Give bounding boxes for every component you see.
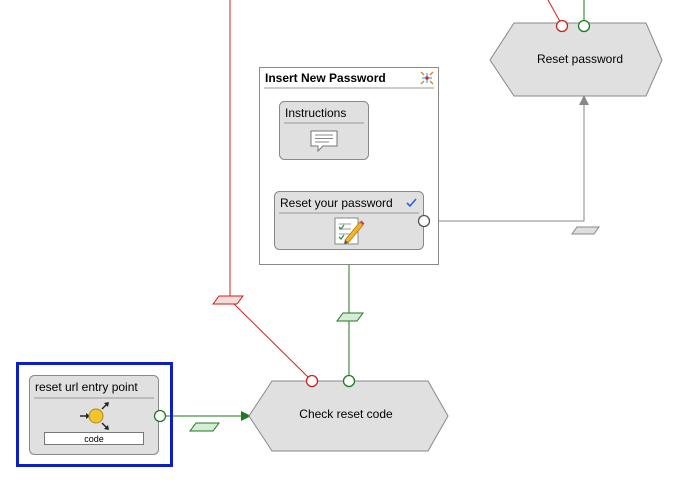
node-entry-point-param: code bbox=[84, 434, 104, 444]
connector-label-marker[interactable] bbox=[571, 226, 600, 235]
check-icon bbox=[406, 198, 417, 208]
port-success[interactable] bbox=[577, 19, 591, 33]
port-error[interactable] bbox=[305, 374, 319, 388]
node-entry-point[interactable]: reset url entry point code bbox=[29, 375, 159, 455]
connector-label-marker[interactable] bbox=[336, 312, 364, 322]
node-reset-password-label: Reset password bbox=[537, 52, 623, 66]
connector-reset-to-reset-password[interactable] bbox=[424, 95, 589, 222]
crosshair-icon[interactable] bbox=[420, 71, 434, 85]
node-entry-point-title: reset url entry point bbox=[35, 380, 138, 394]
port-out[interactable] bbox=[153, 409, 167, 423]
node-check-reset-code-label: Check reset code bbox=[299, 407, 393, 421]
node-insert-new-password-title: Insert New Password bbox=[265, 71, 386, 85]
connector-label-marker[interactable] bbox=[212, 295, 244, 305]
card-reset-your-password[interactable]: Reset your password bbox=[274, 191, 424, 250]
card-reset-your-password-label: Reset your password bbox=[280, 196, 393, 210]
entry-point-icon bbox=[80, 402, 109, 430]
connector-label-marker[interactable] bbox=[189, 422, 220, 432]
port-error[interactable] bbox=[555, 19, 569, 33]
node-reset-password[interactable]: Reset password bbox=[489, 22, 663, 97]
node-insert-new-password[interactable]: Insert New Password Instructions Reset y… bbox=[259, 67, 439, 265]
node-check-reset-code[interactable]: Check reset code bbox=[248, 380, 449, 452]
card-instructions[interactable]: Instructions bbox=[279, 101, 369, 160]
port-success[interactable] bbox=[342, 374, 356, 388]
speech-bubble-icon bbox=[310, 130, 338, 153]
form-edit-icon bbox=[334, 217, 365, 245]
card-instructions-label: Instructions bbox=[285, 106, 346, 120]
selection-outline bbox=[16, 362, 173, 467]
port-out[interactable] bbox=[417, 214, 431, 228]
